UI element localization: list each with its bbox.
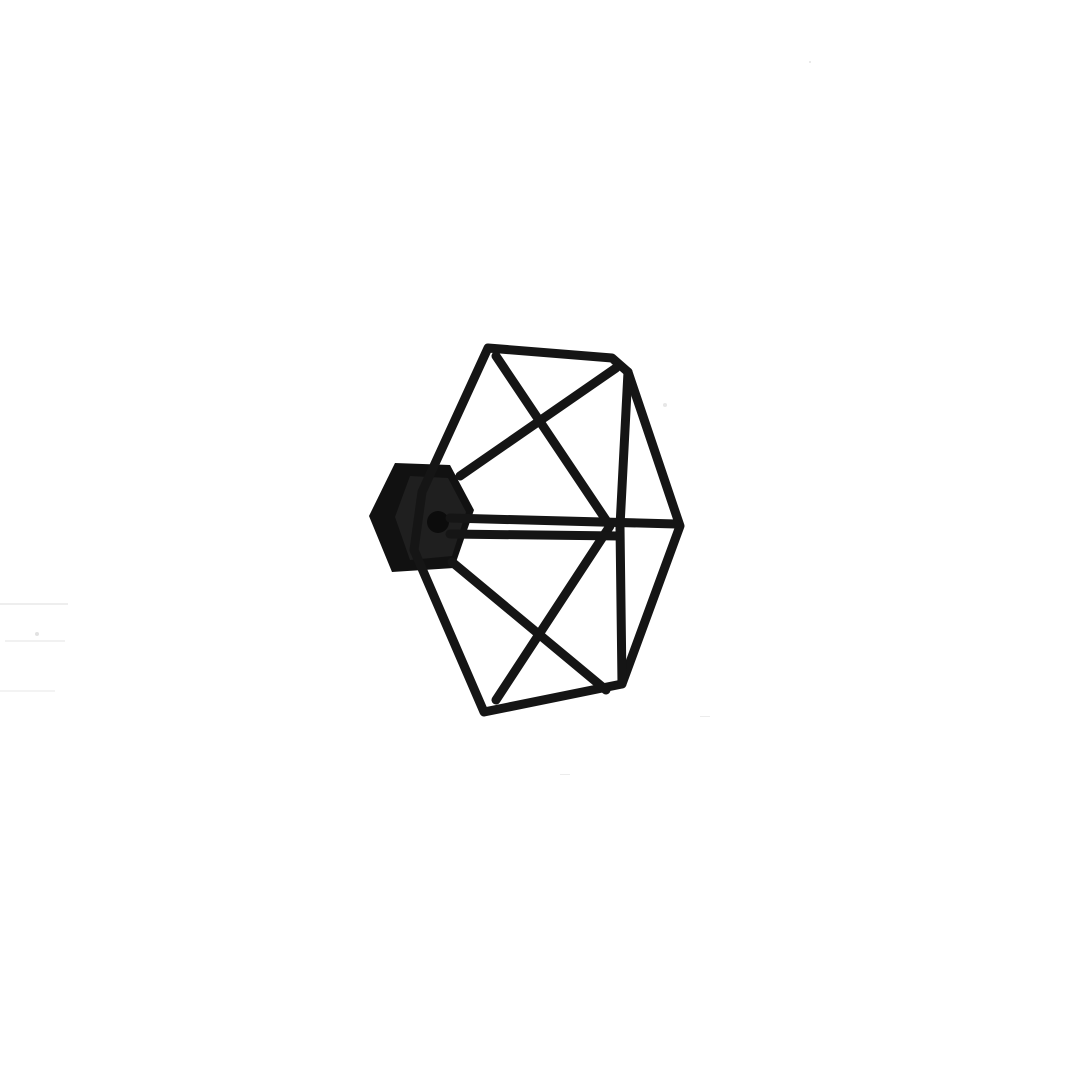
cage-center-rod-top: [445, 513, 681, 529]
cage-strut-c: [447, 557, 611, 695]
background-specks: [0, 61, 811, 775]
cage-strut-b: [455, 363, 621, 481]
wire-cage: [409, 343, 685, 717]
cage-center-rod-bottom: [445, 529, 625, 541]
cage-back-bar: [615, 367, 633, 689]
knob-stem: [427, 511, 449, 533]
